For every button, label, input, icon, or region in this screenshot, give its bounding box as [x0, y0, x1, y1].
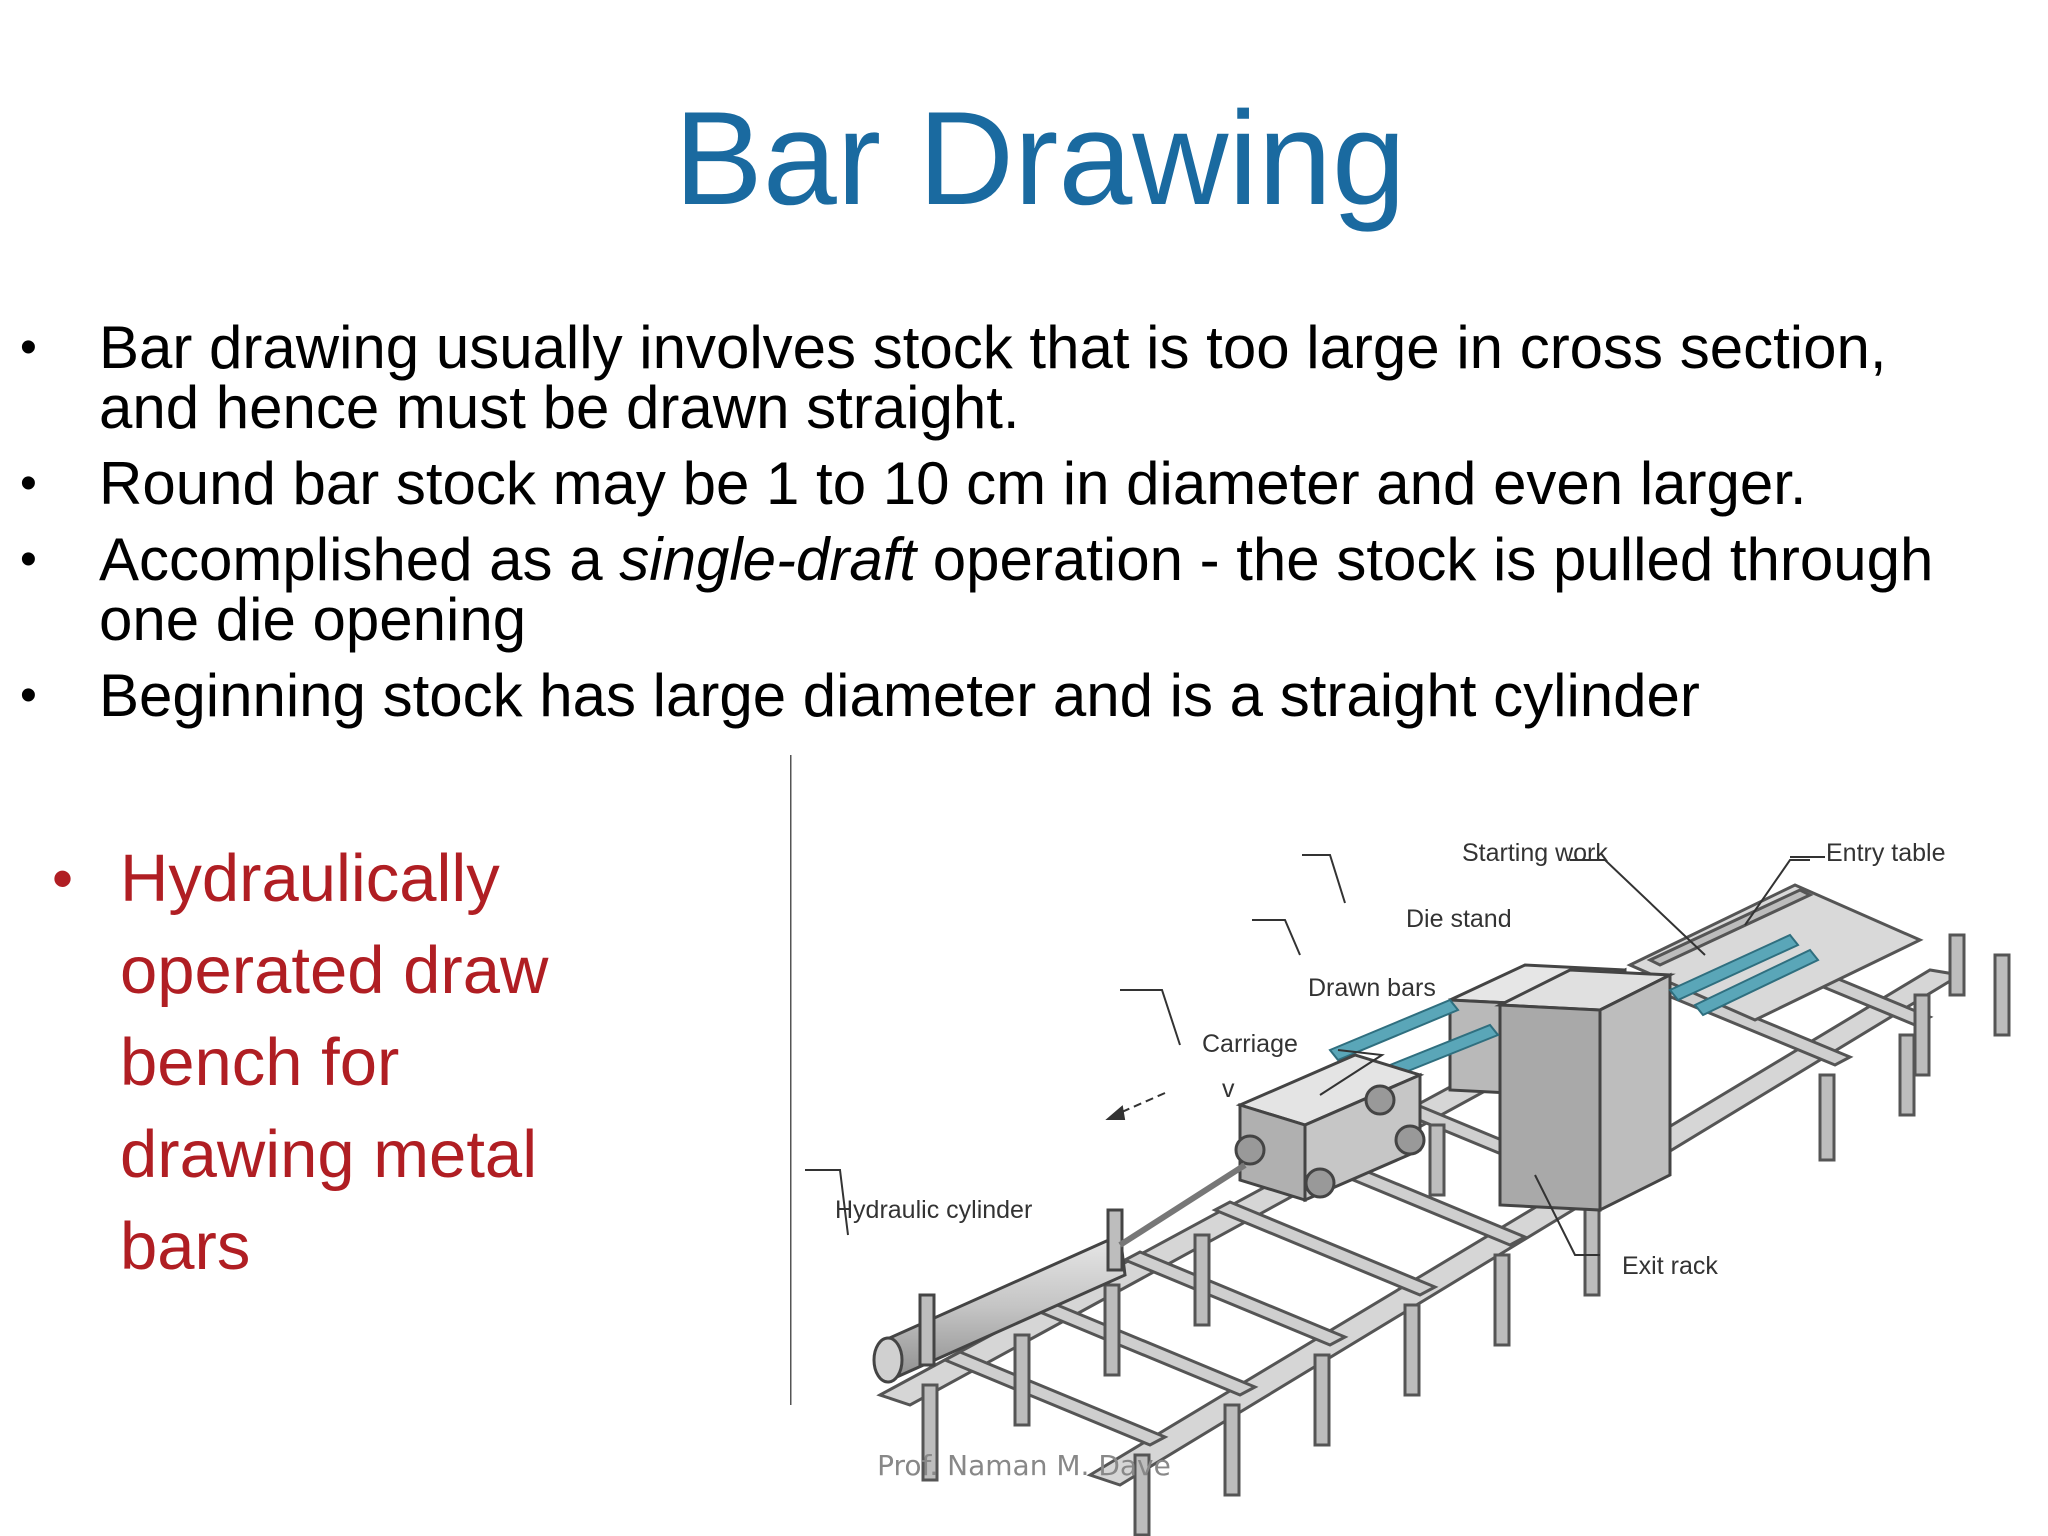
side-note: • Hydraulically operated draw bench for … — [52, 833, 652, 1293]
bullet-marker: • — [52, 845, 74, 912]
slide-title: Bar Drawing — [674, 85, 1406, 233]
bullet-text: Bar drawing usually involves stock that … — [99, 314, 1887, 441]
bullet-item: • Accomplished as a single-draft operati… — [0, 530, 2000, 650]
label-starting-work: Starting work — [1462, 839, 1608, 867]
bullet-list: • Bar drawing usually involves stock tha… — [0, 318, 2000, 742]
velocity-arrow — [1105, 1092, 1166, 1120]
label-die-stand: Die stand — [1406, 905, 1512, 933]
label-hydraulic-cylinder: Hydraulic cylinder — [835, 1196, 1032, 1224]
bullet-item: • Round bar stock may be 1 to 10 cm in d… — [0, 454, 2000, 514]
bullet-text-part: operation - the stock is pulled through … — [99, 526, 1934, 653]
bench-legs — [921, 933, 2011, 1536]
bullet-item: • Beginning stock has large diameter and… — [0, 666, 2000, 726]
label-drawn-bars: Drawn bars — [1308, 974, 1436, 1002]
bullet-text: Accomplished as a single-draft operation… — [99, 526, 1933, 653]
side-note-text: Hydraulically operated draw bench for dr… — [120, 841, 549, 1284]
hydraulic-cylinder — [872, 1162, 1247, 1384]
bullet-marker: • — [20, 533, 37, 586]
die-stand — [1448, 963, 1676, 1213]
leader-lines — [805, 854, 1825, 1256]
draw-bench-figure: Starting work Entry table Die stand Draw… — [790, 755, 2048, 1536]
bullet-marker: • — [20, 457, 37, 510]
bullet-marker: • — [20, 669, 37, 722]
footer-author: Prof. Naman M. Dave — [877, 1449, 1171, 1482]
label-exit-rack: Exit rack — [1622, 1252, 1718, 1280]
bullet-item: • Bar drawing usually involves stock tha… — [0, 318, 2000, 438]
bullet-text-italic: single-draft — [619, 526, 917, 593]
label-velocity: v — [1222, 1075, 1235, 1103]
carriage — [1234, 1053, 1426, 1203]
bullet-text: Beginning stock has large diameter and i… — [99, 662, 1700, 729]
draw-bench-diagram: Starting work Entry table Die stand Draw… — [790, 755, 2011, 1536]
bullet-marker: • — [20, 321, 37, 374]
label-carriage: Carriage — [1202, 1030, 1298, 1058]
bullet-text: Round bar stock may be 1 to 10 cm in dia… — [99, 450, 1807, 517]
bullet-text-part: Accomplished as a — [99, 526, 620, 593]
label-entry-table: Entry table — [1826, 839, 1946, 867]
